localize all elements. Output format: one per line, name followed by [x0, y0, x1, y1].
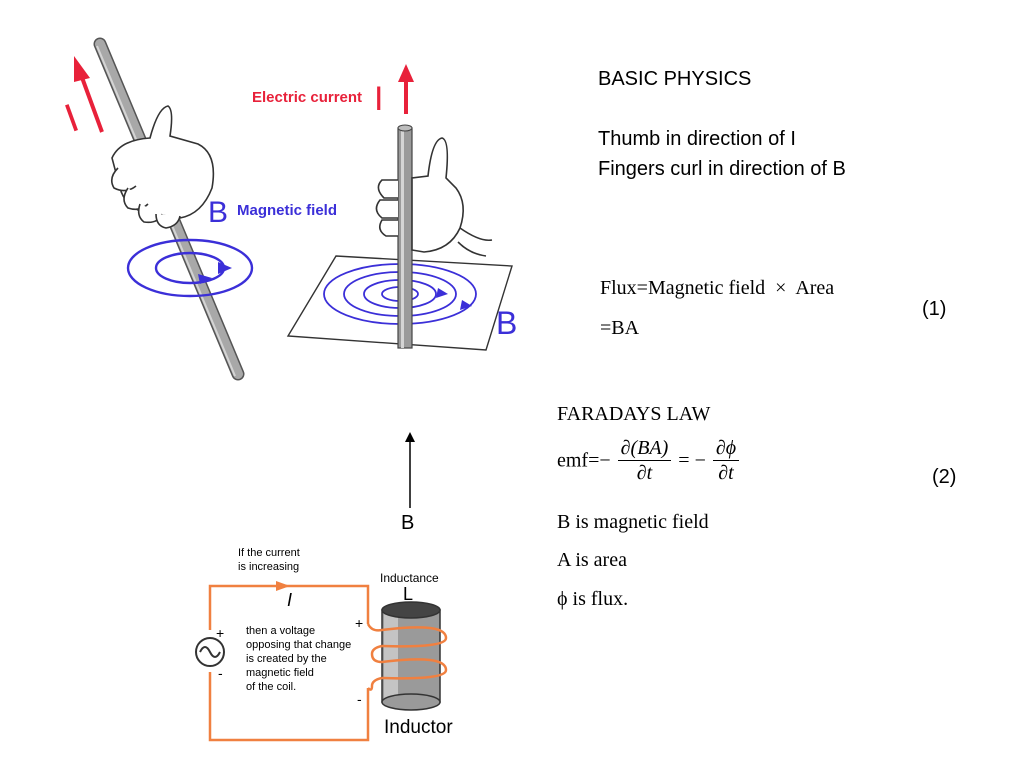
electric-current-label: Electric current — [252, 89, 362, 106]
fraction-1-numerator: ∂(BA) — [617, 436, 672, 461]
current-direction-arrow — [276, 581, 290, 591]
left-b-label: B — [208, 196, 228, 229]
current-symbol: I — [287, 590, 292, 610]
faraday-title: FARADAYS LAW — [557, 403, 711, 425]
note-line-1: then a voltage — [246, 625, 315, 637]
rule-line-thumb: Thumb in direction of I — [598, 128, 796, 150]
note-line-5: of the coil. — [246, 681, 296, 693]
fraction-d-phi-dt: ∂ϕ ∂t — [712, 436, 740, 485]
equation-number-1: (1) — [922, 298, 947, 320]
source-minus: - — [218, 665, 223, 681]
note-line-2: opposing that change — [246, 639, 351, 651]
flux-definition-line1: Flux=Magnetic field × Area — [600, 277, 835, 299]
note-line-4: magnetic field — [246, 667, 314, 679]
faraday-equation: emf=− ∂(BA) ∂t = − ∂ϕ ∂t — [557, 436, 741, 485]
right-current-label: I — [374, 80, 383, 118]
fraction-d-ba-dt: ∂(BA) ∂t — [617, 436, 672, 485]
fraction-1-denominator: ∂t — [636, 462, 653, 484]
right-hand — [375, 137, 493, 257]
b-arrow-label: B — [401, 512, 415, 534]
coil-minus: - — [357, 691, 362, 707]
inductor-circuit-figure: If the current is increasing I Inductanc… — [195, 547, 453, 742]
left-current-arrow — [74, 56, 104, 133]
fraction-2-numerator: ∂ϕ — [712, 436, 740, 461]
inductor-coil — [366, 601, 448, 711]
slide-heading: BASIC PHYSICS — [598, 68, 752, 90]
note-opposing-voltage: then a voltage opposing that change is c… — [246, 625, 351, 693]
source-plus: + — [216, 625, 224, 641]
inductance-label: Inductance — [380, 571, 439, 585]
right-b-label: B — [496, 305, 517, 341]
right-conductor-rod — [397, 124, 413, 349]
magnetic-field-label: Magnetic field — [237, 202, 337, 219]
definition-b: B is magnetic field — [557, 511, 709, 533]
right-current-arrow — [398, 64, 414, 114]
flux-definition-line2: =BA — [600, 317, 640, 339]
rule-line-fingers: Fingers curl in direction of B — [598, 158, 846, 180]
coil-plus: + — [355, 615, 363, 631]
inductance-symbol: L — [403, 584, 413, 604]
fraction-2-denominator: ∂t — [718, 462, 734, 484]
definition-phi: ϕ is flux. — [557, 588, 629, 610]
note-line-3: is created by the — [246, 653, 327, 665]
b-direction-arrow — [405, 432, 415, 508]
ac-source-icon — [195, 637, 225, 667]
inductor-caption: Inductor — [384, 717, 453, 738]
note-top-line2: is increasing — [238, 561, 299, 573]
emf-prefix: emf= — [557, 449, 600, 472]
definition-a: A is area — [557, 549, 627, 571]
right-hand-rule-figure: I B Magnetic field Electric current I — [59, 37, 517, 381]
equals-sign: = — [678, 449, 690, 472]
minus-sign-1: − — [599, 449, 611, 472]
left-magnetic-field-loops — [126, 238, 254, 298]
left-hand — [110, 105, 215, 229]
equation-number-2: (2) — [932, 466, 957, 488]
note-top-line1: If the current — [238, 547, 300, 559]
left-current-label: I — [59, 96, 85, 141]
minus-sign-2: − — [694, 449, 706, 472]
